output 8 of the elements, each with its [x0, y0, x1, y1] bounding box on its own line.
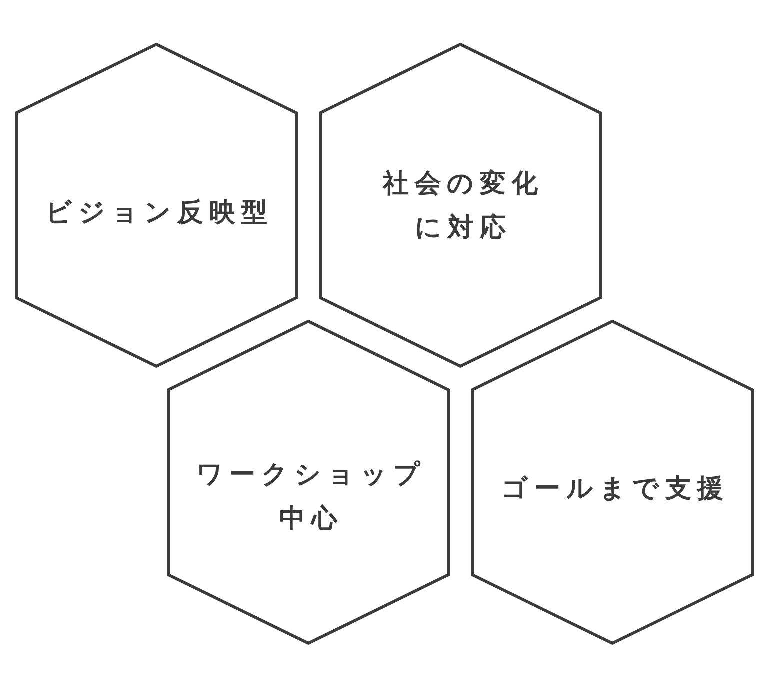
hexagon-node — [167, 320, 450, 645]
hexagon-node — [471, 320, 754, 645]
node-label: 社会の変化に対応 — [382, 168, 545, 244]
node-label: ゴールまで支援 — [500, 472, 730, 506]
hexagon-node — [319, 43, 602, 368]
hexagon-node — [15, 43, 298, 368]
node-label: ビジョン反映型 — [44, 196, 274, 230]
node-label: ワークショップ中心 — [196, 458, 428, 536]
